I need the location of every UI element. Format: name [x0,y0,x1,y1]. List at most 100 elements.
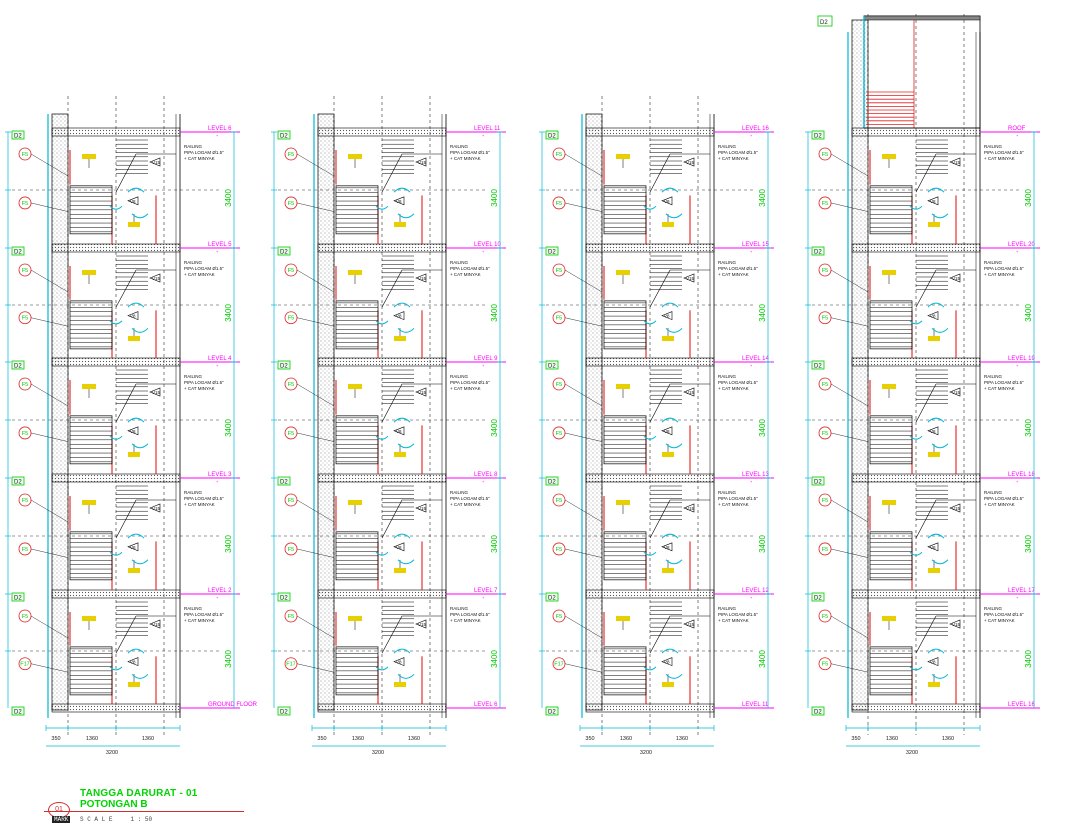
wall-tag: F5 [288,152,294,158]
door-tag: V8 [930,545,936,550]
door-tag-triangle [127,542,139,552]
concrete-wall [585,113,603,711]
railing-note: RAILING [184,260,203,265]
stair-flight-box [603,646,647,696]
slab-tag: D2 [548,250,556,256]
door-tag: V8 [930,199,936,204]
bottom-dim-label: 1360 [142,736,154,742]
swing-arc [393,417,411,423]
landing-mark [616,616,630,621]
stair-flight-box [869,531,913,581]
slab-tag-box [11,246,25,256]
stair-flight-box [335,646,379,696]
floor-slab [51,127,181,137]
bottom-dim-label: 1360 [352,736,364,742]
swing-arc [397,559,415,565]
railing-leader [381,383,403,423]
stair-flight-box [69,185,113,235]
floor-slab [51,243,181,253]
landing-mark [928,568,940,573]
slab-tag-box [277,130,291,140]
slab-tag-box [545,130,559,140]
door-tag: V8 [396,660,402,665]
railing-note: RAILING [184,374,203,379]
floor-slab [851,357,981,367]
railing-leader [649,499,671,539]
door-tag: V15 [686,506,695,511]
level-label: LEVEL 9 [474,356,498,362]
swing-arc [109,666,123,671]
slab-tag: D2 [280,364,288,370]
wall-tag: F5 [22,268,28,274]
door-tag-triangle [683,503,695,513]
railing-note: RAILING [718,260,737,265]
slab-tag: D2 [814,596,822,602]
door-tag-triangle [127,426,139,436]
level-label: LEVEL 13 [742,472,769,478]
floor-slab [51,703,181,713]
door-tag: V8 [930,314,936,319]
landing-mark [128,682,140,687]
railing-leader [915,153,937,193]
tag-leader [296,317,335,327]
door-tag-triangle [393,542,405,552]
slab-tag: D2 [814,134,822,140]
swing-arc [109,551,123,556]
door-tag-triangle [661,196,673,206]
wall-tag: F5 [556,201,562,207]
swing-arc [661,417,679,423]
railing-note: PIPA LOGAM Ø1.5" [718,266,758,271]
railing-leader [381,269,403,308]
bottom-dim-label: 350 [851,736,860,742]
wall-tag: F5 [556,382,562,388]
swing-arc [109,205,123,210]
swing-arc [931,213,949,219]
door-tag-triangle [415,387,427,397]
title-block: 01 TANGGA DARURAT - 01 POTONGAN B MARK S… [44,788,264,828]
height-dim-label: 3400 [1024,189,1033,207]
railing-note: PIPA LOGAM Ø1.5" [184,496,224,501]
level-label: ROOF [1008,126,1026,132]
railing-note: RAILING [984,490,1003,495]
door-tag: V15 [418,160,427,165]
wall-tag: F17 [20,662,29,668]
tag-leader [30,383,69,407]
door-tag-triangle [949,157,961,167]
railing-note: PIPA LOGAM Ø1.5" [450,150,490,155]
slab-tag-box [811,130,825,140]
stair-flight-box [603,415,647,465]
swing-arc [909,435,923,440]
swing-arc [375,435,389,440]
level-plus: + [750,595,753,600]
roof-slab [863,15,981,21]
stair-flight-box [335,415,379,465]
railing-leader [649,153,671,193]
slab-tag: D2 [548,364,556,370]
floor-slab [317,703,447,713]
swing-arc [397,673,415,679]
wall-tag: F5 [822,498,828,504]
floor-slab [585,589,715,599]
slab-tag: D2 [280,250,288,256]
swing-arc [665,327,683,333]
door-tag-triangle [661,426,673,436]
level-plus: + [1016,595,1019,600]
landing-mark [82,500,96,505]
floor-slab [585,243,715,253]
swing-arc [927,417,945,423]
railing-leader [915,499,937,539]
slab-tag: D2 [548,480,556,486]
swing-arc [661,533,679,539]
wall-tag: F5 [22,431,28,437]
swing-arc [375,666,389,671]
level-plus: + [216,363,219,368]
height-dim-label: 3400 [490,650,499,668]
level-plus: + [750,133,753,138]
door-tag: V15 [952,276,961,281]
tag-leader [830,615,869,639]
level-plus: + [1016,363,1019,368]
door-tag: V8 [664,660,670,665]
swing-arc [909,205,923,210]
